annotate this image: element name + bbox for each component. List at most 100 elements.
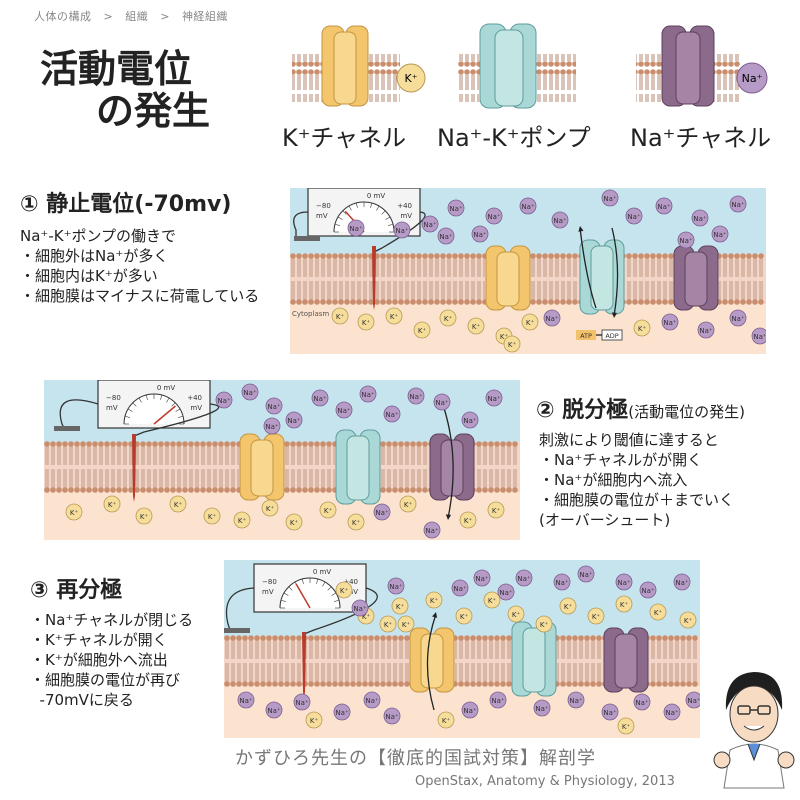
na-ion-label: Na⁺ xyxy=(353,605,367,613)
na-ion-label: Na⁺ xyxy=(641,587,655,595)
section2-line: ・細胞膜の電位が＋までいく xyxy=(539,491,735,509)
na-ion xyxy=(751,327,766,345)
k-ion-label: K⁺ xyxy=(512,611,521,619)
k-ion xyxy=(437,711,455,729)
k-ion-label: K⁺ xyxy=(390,313,399,321)
k-efflux-arrow xyxy=(426,613,437,711)
na-ion-label: Na⁺ xyxy=(475,575,489,583)
na-ion xyxy=(437,227,455,245)
na-ion-label: Na⁺ xyxy=(243,389,257,397)
adp-label: ADP xyxy=(605,332,618,340)
k-ion xyxy=(487,501,505,519)
na-ion-label: Na⁺ xyxy=(425,527,439,535)
section1-description: Na⁺-K⁺ポンプの働きで ・細胞外はNa⁺が多く ・細胞内はK⁺が多い ・細胞… xyxy=(20,226,259,306)
na-ion xyxy=(533,699,551,717)
na-ion xyxy=(485,207,503,225)
na-ion-label: Na⁺ xyxy=(267,403,281,411)
section3-description: ・Na⁺チャネルが閉じる ・K⁺チャネルが開く ・K⁺が細胞外へ流出 ・細胞膜の… xyxy=(30,610,193,710)
voltmeter-tick xyxy=(145,394,148,400)
na-influx-arrow-head xyxy=(445,514,452,520)
k-ion-label: K⁺ xyxy=(310,717,319,725)
na-ion xyxy=(333,703,351,721)
k-ion-label: K⁺ xyxy=(492,507,501,515)
k-ion xyxy=(135,507,153,525)
k-ion-label: K⁺ xyxy=(592,613,601,621)
voltmeter-tick xyxy=(178,415,184,418)
k-ion-label: K⁺ xyxy=(266,505,275,513)
na-ion-label: Na⁺ xyxy=(463,417,477,425)
k-ion-label: K⁺ xyxy=(108,501,117,509)
na-ion xyxy=(433,393,451,411)
microelectrode xyxy=(302,632,306,698)
k-ion xyxy=(503,335,521,353)
na-ion xyxy=(615,573,633,591)
k-ion xyxy=(633,319,651,337)
section1-line: Na⁺-K⁺ポンプの働きで xyxy=(20,227,177,245)
na-ion-label: Na⁺ xyxy=(555,579,569,587)
credit-series: かずひろ先生の【徹底的国試対策】解剖学 xyxy=(235,748,596,769)
na-ion xyxy=(373,503,391,521)
na-ion-label: Na⁺ xyxy=(409,393,423,401)
breadcrumb-item[interactable]: 人体の構成 xyxy=(34,10,92,23)
k-ion xyxy=(331,307,349,325)
na-ion xyxy=(729,195,747,213)
pump-arrow-head xyxy=(611,312,618,318)
na-ion xyxy=(471,225,489,243)
na-ion xyxy=(685,691,700,709)
k-ion-label: K⁺ xyxy=(396,603,405,611)
na-ion-label: Na⁺ xyxy=(699,327,713,335)
k-ion xyxy=(439,309,457,327)
breadcrumb-item[interactable]: 神経組織 xyxy=(181,10,228,23)
na-ion xyxy=(553,573,571,591)
section2-description: 刺激により閾値に達すると ・Na⁺チャネルがが開く ・Na⁺が細胞内へ流入 ・細… xyxy=(539,430,734,530)
k-ion-label: K⁺ xyxy=(526,319,535,327)
na-ion xyxy=(407,387,425,405)
legend-k-channel-label: K⁺チャネル xyxy=(282,124,407,152)
k-ion-label: K⁺ xyxy=(488,597,497,605)
k-ion-label: K⁺ xyxy=(500,333,509,341)
section2-subtitle: (活動電位の発生) xyxy=(628,403,746,421)
k-ion xyxy=(65,503,83,521)
voltmeter-tick xyxy=(166,397,170,403)
na-ion xyxy=(697,321,715,339)
na-ion-label: Na⁺ xyxy=(665,709,679,717)
na-ion-label: Na⁺ xyxy=(499,589,513,597)
panel-repolarization: 0 mV−80mV+40mVK⁺K⁺K⁺K⁺K⁺K⁺K⁺K⁺K⁺K⁺K⁺K⁺K⁺… xyxy=(224,560,700,738)
voltmeter-zero-label: 0 mV xyxy=(157,384,175,392)
na-ion xyxy=(497,583,515,601)
na-ion-label: Na⁺ xyxy=(617,579,631,587)
na-ion xyxy=(639,581,657,599)
na-ion xyxy=(359,385,377,403)
voltmeter-unit-label: mV xyxy=(262,588,274,596)
reference-electrode xyxy=(224,628,250,633)
section3-line: ・K⁺チャネルが開く xyxy=(30,631,168,649)
breadcrumb-separator: > xyxy=(160,10,170,23)
na-ion-label: Na⁺ xyxy=(487,213,501,221)
na-ion xyxy=(711,225,729,243)
voltmeter-zero-label: 0 mV xyxy=(367,192,385,200)
na-ion-label: Na⁺ xyxy=(693,215,707,223)
na-ion xyxy=(461,701,479,719)
na-channel xyxy=(603,627,649,693)
breadcrumb-item[interactable]: 組織 xyxy=(125,10,149,23)
k-ion xyxy=(615,595,633,613)
legend-k-channel-icon xyxy=(321,25,369,107)
na-ion-label: Na⁺ xyxy=(337,407,351,415)
na-ion-label: Na⁺ xyxy=(395,227,409,235)
na-ion-label: Na⁺ xyxy=(361,391,375,399)
voltmeter-tick xyxy=(385,216,391,220)
na-ion xyxy=(265,701,283,719)
k-ion-label: K⁺ xyxy=(362,613,371,621)
k-ion-label: K⁺ xyxy=(508,341,517,349)
voltmeter-tick xyxy=(160,394,163,400)
voltmeter-needle xyxy=(153,405,176,425)
k-ion-label: K⁺ xyxy=(404,501,413,509)
na-ion-label: Na⁺ xyxy=(365,697,379,705)
section2-line: ・Na⁺が細胞内へ流入 xyxy=(539,471,688,489)
k-ion-label: K⁺ xyxy=(684,617,693,625)
na-ion-label: Na⁺ xyxy=(545,315,559,323)
panel-depolarization: 0 mV−80mV+40mVNa⁺Na⁺Na⁺Na⁺Na⁺Na⁺Na⁺Na⁺Na… xyxy=(44,380,520,540)
section3-line: ・K⁺が細胞外へ流出 xyxy=(30,651,168,669)
k-ion xyxy=(169,495,187,513)
